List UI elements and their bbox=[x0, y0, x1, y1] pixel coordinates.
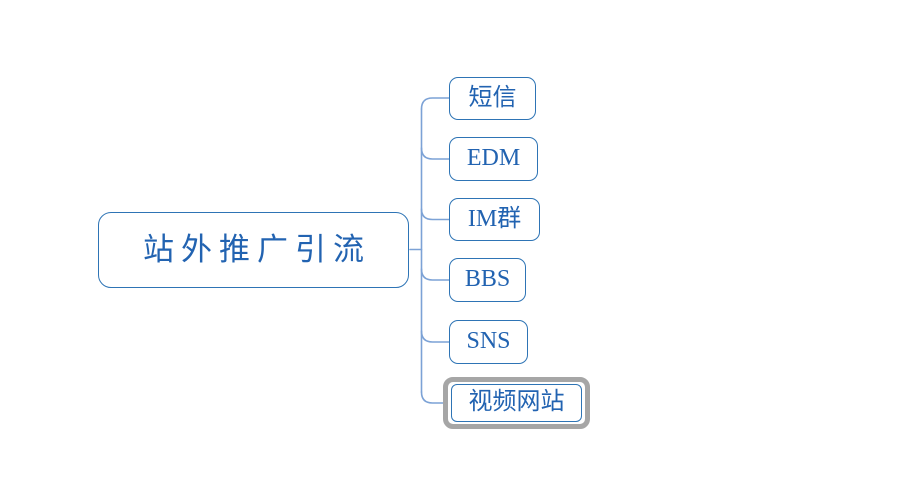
child-node-label: BBS bbox=[464, 266, 511, 292]
child-node-sms[interactable]: 短信 bbox=[449, 77, 536, 120]
child-node-label: EDM bbox=[466, 145, 521, 171]
connector-branch-4 bbox=[420, 268, 450, 281]
child-node-video-site-selected[interactable]: 视频网站 bbox=[451, 384, 582, 422]
child-node-edm[interactable]: EDM bbox=[449, 137, 538, 181]
root-node-label: 站外推广引流 bbox=[143, 231, 371, 267]
child-node-bbs[interactable]: BBS bbox=[449, 258, 526, 302]
connector-branch-1 bbox=[420, 97, 450, 110]
child-node-label: 短信 bbox=[468, 84, 517, 111]
connector-branch-5 bbox=[420, 330, 450, 343]
connector-branch-2 bbox=[420, 147, 450, 160]
child-node-label: SNS bbox=[466, 328, 511, 354]
connector-branch-6 bbox=[420, 391, 445, 404]
child-node-label: IM群 bbox=[467, 205, 522, 232]
child-node-sns[interactable]: SNS bbox=[449, 320, 528, 364]
root-node-offsite-promotion[interactable]: 站外推广引流 bbox=[98, 212, 409, 288]
child-node-im-group[interactable]: IM群 bbox=[449, 198, 540, 241]
selection-outline: 视频网站 bbox=[443, 377, 590, 429]
connector-branch-3 bbox=[420, 208, 450, 221]
child-node-label: 视频网站 bbox=[468, 389, 565, 415]
